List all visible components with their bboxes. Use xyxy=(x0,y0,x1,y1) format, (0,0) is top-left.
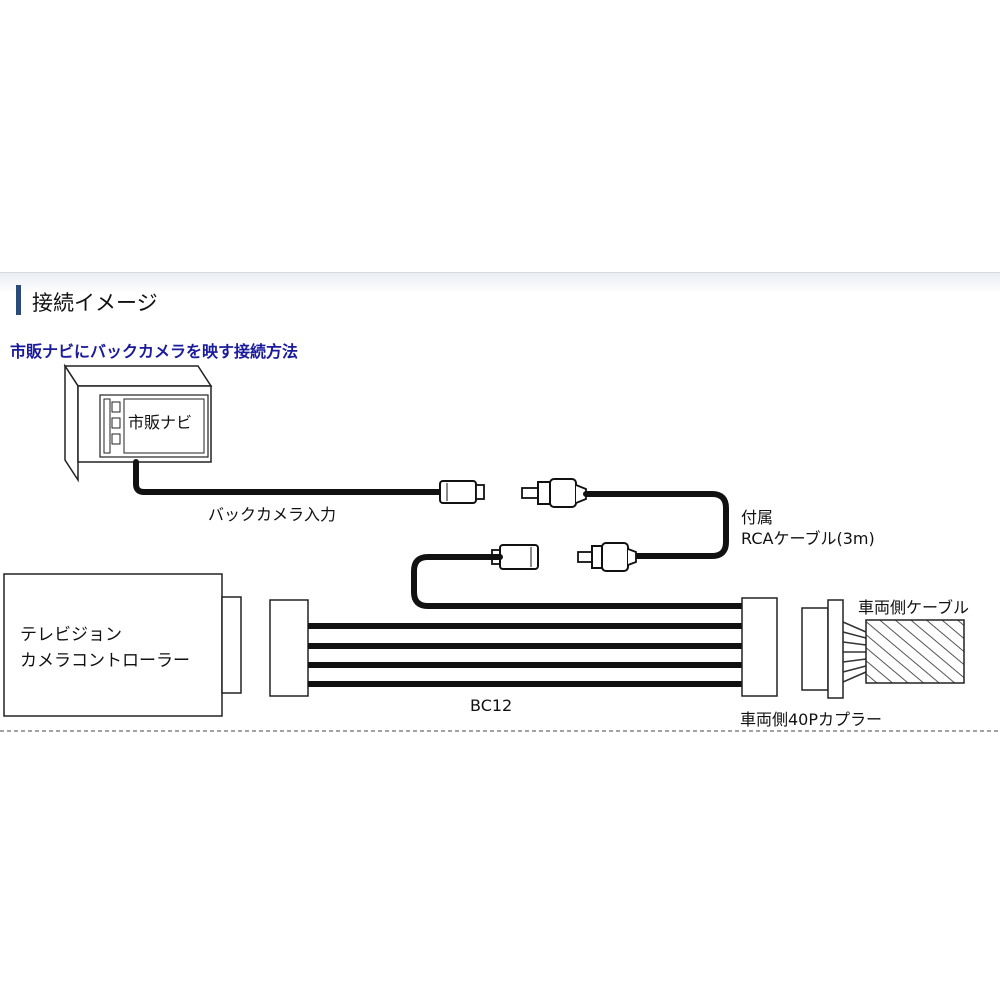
section-title: 接続イメージ xyxy=(32,291,158,315)
vehicle-coupler-label: 車両側40Pカプラー xyxy=(740,710,882,729)
navi-unit: 市販ナビ xyxy=(63,363,213,483)
camera-controller: テレビジョン カメラコントローラー xyxy=(3,573,242,717)
bc12-harness xyxy=(269,597,778,697)
section-accent-bar xyxy=(16,285,21,315)
controller-label-line1: テレビジョン xyxy=(20,625,122,645)
bc12-label: BC12 xyxy=(470,696,512,715)
section-header: 接続イメージ xyxy=(0,272,1000,325)
vehicle-coupler xyxy=(801,599,867,699)
rca-plug-bottom xyxy=(577,542,637,572)
rca-cable-label-line1: 付属 xyxy=(741,508,773,527)
diagram-subtitle: 市販ナビにバックカメラを映す接続方法 xyxy=(10,342,299,361)
navi-label: 市販ナビ xyxy=(128,413,192,432)
rca-cable xyxy=(583,491,729,559)
camera-input-label: バックカメラ入力 xyxy=(208,505,336,524)
rca-cable-label-line2: RCAケーブル(3m) xyxy=(741,529,875,548)
bc12-video-cable xyxy=(411,554,748,609)
vehicle-cable-label: 車両側ケーブル xyxy=(858,598,969,617)
vehicle-cable xyxy=(865,619,965,684)
controller-label-line2: カメラコントローラー xyxy=(20,651,190,671)
navi-input-cable xyxy=(133,459,443,495)
rca-plug-top xyxy=(521,478,587,508)
navi-input-connector xyxy=(439,480,485,504)
